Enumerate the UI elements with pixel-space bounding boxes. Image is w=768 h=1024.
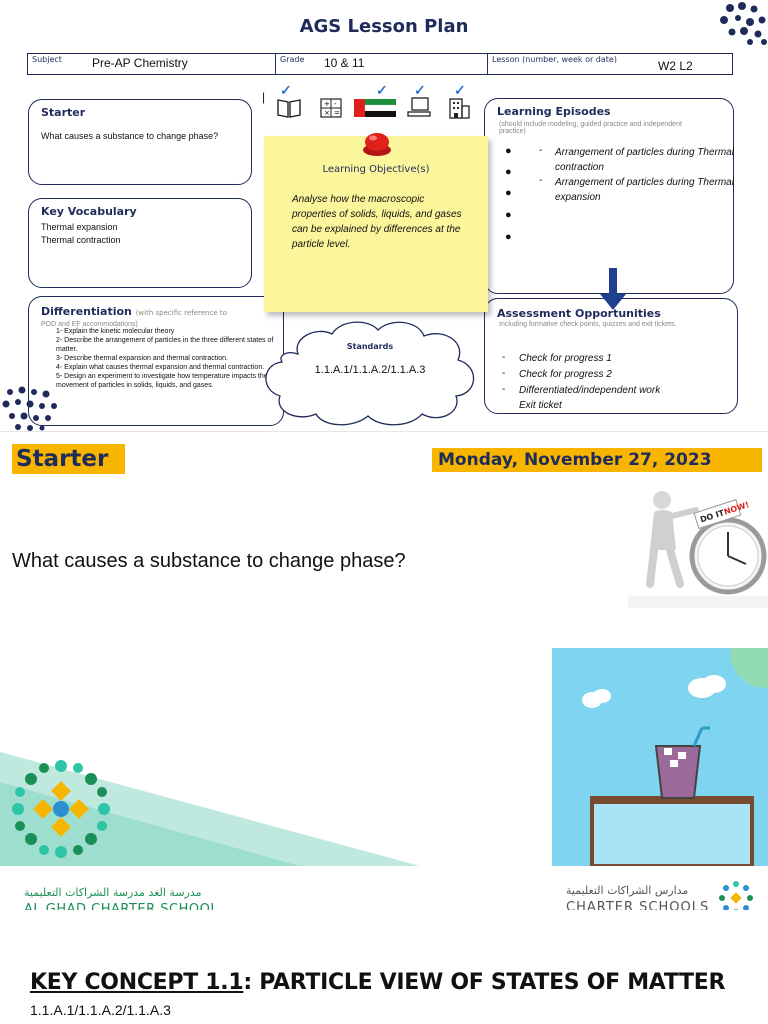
svg-text:+: + <box>324 100 330 108</box>
dash-mark: - <box>502 368 506 379</box>
computer-icon <box>407 97 431 117</box>
starter-box: Starter What causes a substance to chang… <box>28 99 252 185</box>
differentiation-item: 4- Explain what causes thermal expansion… <box>56 364 265 371</box>
bullet-icon: ● <box>505 231 512 243</box>
footer-band <box>0 866 768 910</box>
differentiation-item: 3- Describe thermal expansion and therma… <box>56 355 228 362</box>
learning-episode-item: Arrangement of particles during Thermal … <box>555 177 734 203</box>
key-concept-title-text: : PARTICLE VIEW OF STATES OF MATTER <box>243 970 726 995</box>
learning-episodes-box: Learning Episodes (should include modeli… <box>484 98 734 294</box>
bullet-icon: ● <box>505 187 512 199</box>
school-name-arabic: مدرسة الغد مدرسة الشراكات التعليمية <box>24 886 202 899</box>
assessment-box: Assessment Opportunities Including forma… <box>484 298 738 414</box>
starter-question: What causes a substance to change phase? <box>12 550 406 572</box>
charter-schools-logo-icon <box>719 881 753 910</box>
assessment-note: Including formative check points, quizze… <box>499 321 677 328</box>
learning-objective-note: Learning Objective(s) Analyse how the ma… <box>264 133 488 312</box>
dash-mark: - <box>502 352 506 363</box>
bullet-icon: ● <box>505 166 512 178</box>
charter-schools-english: CHARTER SCHOOLS <box>566 900 710 910</box>
building-icon <box>449 98 470 119</box>
bullet-icon: ● <box>505 145 512 157</box>
subject-label: Subject <box>32 55 62 64</box>
do-it-now-clock-image: DO IT NOW! <box>646 491 767 595</box>
learning-objective-text: Analyse how the macroscopic properties o… <box>292 194 462 250</box>
assessment-item: Exit ticket <box>519 400 562 411</box>
starter-label: Starter <box>12 444 125 474</box>
bullet-icon: ● <box>505 209 512 221</box>
differentiation-heading: Differentiation (with specific reference… <box>41 305 227 318</box>
divider-mark: | <box>262 90 266 104</box>
uae-flag-icon <box>354 99 396 117</box>
assessment-item: Differentiated/independent work <box>519 385 661 396</box>
standards-text: 1.1.A.1/1.1.A.2/1.1.A.3 <box>314 364 426 376</box>
starter-page: Starter Monday, November 27, 2023 What c… <box>0 432 768 910</box>
standards-heading: Standards <box>346 342 394 351</box>
differentiation-list: 1- Explain the kinetic molecular theory … <box>56 327 286 390</box>
learning-episodes-note: (should include modeling, guided practic… <box>499 121 682 135</box>
lesson-info-table: Subject Pre-AP Chemistry Grade 10 & 11 L… <box>27 53 733 75</box>
check-icon: ✓ <box>414 82 426 98</box>
subject-cell: Subject Pre-AP Chemistry <box>28 54 276 74</box>
background-shapes <box>0 752 420 866</box>
assessment-item: Check for progress 1 <box>519 353 612 364</box>
grade-value: 10 & 11 <box>324 56 365 70</box>
dash-mark: - <box>539 175 543 186</box>
charter-schools-arabic: مدارس الشراكات التعليمية <box>566 884 689 897</box>
dash-mark: - <box>502 384 506 395</box>
lesson-cell: Lesson (number, week or date) W2 L2 <box>488 54 732 74</box>
school-name-english: AL GHAD CHARTER SCHOOL <box>24 902 219 910</box>
calculator-icon: +- × = <box>320 98 342 118</box>
check-icon: ✓ <box>376 82 388 98</box>
differentiation-item: 1- Explain the kinetic molecular theory <box>56 328 175 335</box>
differentiation-item: 2- Describe the arrangement of particles… <box>56 337 274 353</box>
image-caption-strip <box>628 596 768 608</box>
differentiation-heading-text: Differentiation <box>41 305 132 318</box>
learning-episode-item: Arrangement of particles during Thermal … <box>555 147 734 173</box>
starter-heading: Starter <box>41 106 86 119</box>
starter-text: What causes a substance to change phase? <box>41 131 219 141</box>
learning-objective-heading: Learning Objective(s) <box>322 164 430 175</box>
key-concept-prefix: KEY CONCEPT 1.1 <box>30 970 244 995</box>
al-ghad-logo-icon <box>12 760 110 858</box>
differentiation-note-2: POD and EF accommodations) <box>41 321 138 328</box>
svg-text:×: × <box>324 109 330 117</box>
push-pin-icon <box>363 133 391 156</box>
key-concept-page: KEY CONCEPT 1.1: PARTICLE VIEW OF STATES… <box>0 910 768 1024</box>
melting-ice-drink-image <box>552 648 768 866</box>
check-icon: ✓ <box>454 82 466 98</box>
grade-cell: Grade 10 & 11 <box>276 54 488 74</box>
differentiation-box: Differentiation (with specific reference… <box>28 296 284 426</box>
vocabulary-item: Thermal contraction <box>41 235 121 245</box>
icons-row: | +- × = ✓ ✓ ✓ ✓ <box>262 82 476 122</box>
arrow-down-icon <box>600 268 626 310</box>
vocabulary-heading: Key Vocabulary <box>41 205 137 218</box>
vocabulary-box: Key Vocabulary Thermal expansion Thermal… <box>28 198 252 288</box>
grade-label: Grade <box>280 55 305 64</box>
book-icon <box>277 99 301 118</box>
lesson-value: W2 L2 <box>658 59 693 73</box>
corner-pattern-icon <box>720 2 767 45</box>
starter-date: Monday, November 27, 2023 <box>432 448 762 472</box>
subject-value: Pre-AP Chemistry <box>92 56 188 70</box>
corner-pattern-icon <box>2 386 57 431</box>
standards-cloud <box>265 321 475 426</box>
assessment-heading: Assessment Opportunities <box>497 307 661 320</box>
differentiation-item: 5- Design an experiment to investigate h… <box>56 373 268 389</box>
key-concept-title: KEY CONCEPT 1.1: PARTICLE VIEW OF STATES… <box>30 970 725 995</box>
learning-episodes-heading: Learning Episodes <box>497 105 611 118</box>
check-icon: ✓ <box>280 82 292 98</box>
assessment-item: Check for progress 2 <box>519 369 612 380</box>
svg-text:-: - <box>334 100 337 108</box>
lesson-plan-page: AGS Lesson Plan Subject Pre-AP Chemistry… <box>0 0 768 432</box>
differentiation-note: (with specific reference to <box>135 309 227 317</box>
svg-text:=: = <box>334 109 340 117</box>
lesson-label: Lesson (number, week or date) <box>492 55 617 64</box>
key-concept-subtitle: 1.1.A.1/1.1.A.2/1.1.A.3 <box>30 1002 171 1018</box>
vocabulary-item: Thermal expansion <box>41 222 118 232</box>
dash-mark: - <box>539 145 543 156</box>
lesson-plan-title: AGS Lesson Plan <box>299 16 469 37</box>
